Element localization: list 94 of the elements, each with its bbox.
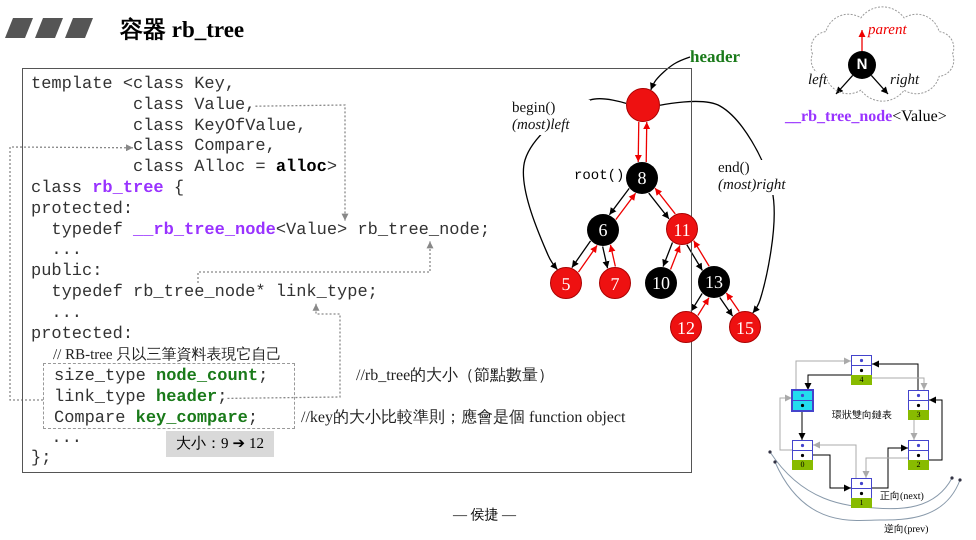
code-line: class KeyOfValue, [133, 116, 306, 138]
code-line: typedef rb_tree_node* link_type; [51, 283, 378, 304]
node-index: 2 [908, 460, 929, 470]
code-comment: // RB-tree 只以三筆資料表現它自己 [53, 345, 282, 366]
connector-arrow [571, 240, 592, 268]
footer-text: — 侯捷 — [453, 508, 516, 525]
code-line: class Alloc = alloc> [133, 158, 338, 179]
code-line: ... [51, 241, 82, 262]
connector-arrow [648, 192, 670, 220]
code-line: protected: [31, 200, 134, 221]
direction-arrow [870, 75, 888, 94]
connector-arrow [650, 56, 690, 90]
tree-node: 11 [666, 213, 698, 245]
connector-arrow [812, 454, 852, 492]
node-caption: __rb_tree_node<Value> [785, 108, 947, 126]
connector-arrow [780, 394, 792, 450]
connector-arrow [578, 245, 598, 273]
connector-arrow [690, 293, 703, 312]
node-index: 0 [792, 460, 813, 470]
connector-arrow [686, 244, 703, 271]
code-line: typedef __rb_tree_node<Value> rb_tree_node; [51, 220, 490, 242]
dotted-frame [43, 363, 295, 429]
code-line: ... [51, 428, 82, 450]
slide-title: 容器 rb_tree [120, 16, 244, 44]
connector-arrow [662, 242, 674, 267]
edge-label: right [890, 72, 920, 90]
connector-arrow [862, 458, 908, 478]
connector-arrow [227, 304, 341, 400]
connector-arrow [608, 244, 616, 267]
connector-arrow [654, 188, 676, 214]
list-node [851, 478, 872, 508]
code-line: class Value, [133, 96, 256, 117]
tree-node: 15 [729, 311, 761, 343]
list-node [908, 440, 929, 470]
tree-node: N [848, 51, 876, 79]
connector-arrow [670, 245, 681, 270]
code-line: size_type node_count; [54, 367, 268, 388]
direction-label: 逆向(prev) [884, 524, 928, 536]
code-line: link_type header; [54, 388, 228, 409]
list-node [792, 390, 813, 411]
edge-label: begin() (most)left [512, 100, 590, 134]
edge-label: left [808, 72, 828, 90]
connector-arrow [615, 192, 636, 220]
pointer-label: header [690, 47, 740, 67]
code-line: Compare key_compare; [54, 408, 258, 430]
connector-arrow [796, 358, 852, 390]
connector-arrow [872, 378, 928, 390]
connector-arrow [697, 297, 710, 316]
node-index: 1 [851, 498, 872, 508]
connector-arrow [910, 420, 918, 440]
connector-arrow [798, 410, 806, 440]
tree-node [626, 88, 660, 122]
connector-arrow [719, 297, 734, 316]
connector-arrow [804, 374, 852, 390]
connector-arrow [608, 188, 630, 216]
tree-node: 5 [550, 267, 582, 299]
node-caption: root() [574, 168, 624, 184]
direction-arrow [858, 30, 866, 51]
code-line: public: [31, 262, 102, 283]
code-line: template <class Key, [31, 75, 236, 96]
tree-node: 12 [670, 311, 702, 343]
tree-node: 6 [587, 214, 619, 246]
tree-node: 8 [626, 162, 658, 194]
connector-arrow [602, 246, 610, 268]
code-line: ... [51, 304, 82, 325]
code-line: class rb_tree { [31, 179, 184, 200]
connector-arrow [726, 292, 740, 312]
connector-arrow [197, 241, 434, 283]
node-index: 4 [851, 375, 872, 385]
size-badge: 大小：9 ➔ 12 [166, 431, 274, 457]
list-node [851, 355, 872, 385]
connector-arrow [643, 122, 650, 162]
direction-arrow [836, 75, 854, 94]
code-line: }; [31, 449, 52, 470]
connector-arrow [812, 442, 856, 478]
code-comment: //key的大小比較準則；應會是個 function object [301, 408, 626, 429]
connector-arrow [693, 240, 710, 267]
connector-arrow [928, 396, 942, 460]
connector-arrow [9, 144, 133, 401]
code-line: class Compare, [133, 137, 276, 158]
connector-arrow [634, 122, 642, 162]
code-comment: //rb_tree的大小（節點數量） [356, 366, 554, 387]
list-node [908, 390, 929, 420]
list-node [792, 440, 813, 470]
connector-arrow [255, 104, 348, 221]
code-line: protected: [31, 324, 134, 346]
connector-arrow [872, 360, 918, 390]
tree-node: 13 [698, 266, 730, 298]
connector-arrow [872, 444, 908, 488]
tree-node: 10 [645, 267, 677, 299]
tree-node: 7 [599, 267, 631, 299]
direction-label: 正向(next) [880, 491, 924, 503]
node-index: 3 [908, 410, 929, 420]
diagram-caption: 環狀雙向鏈表 [832, 410, 892, 422]
